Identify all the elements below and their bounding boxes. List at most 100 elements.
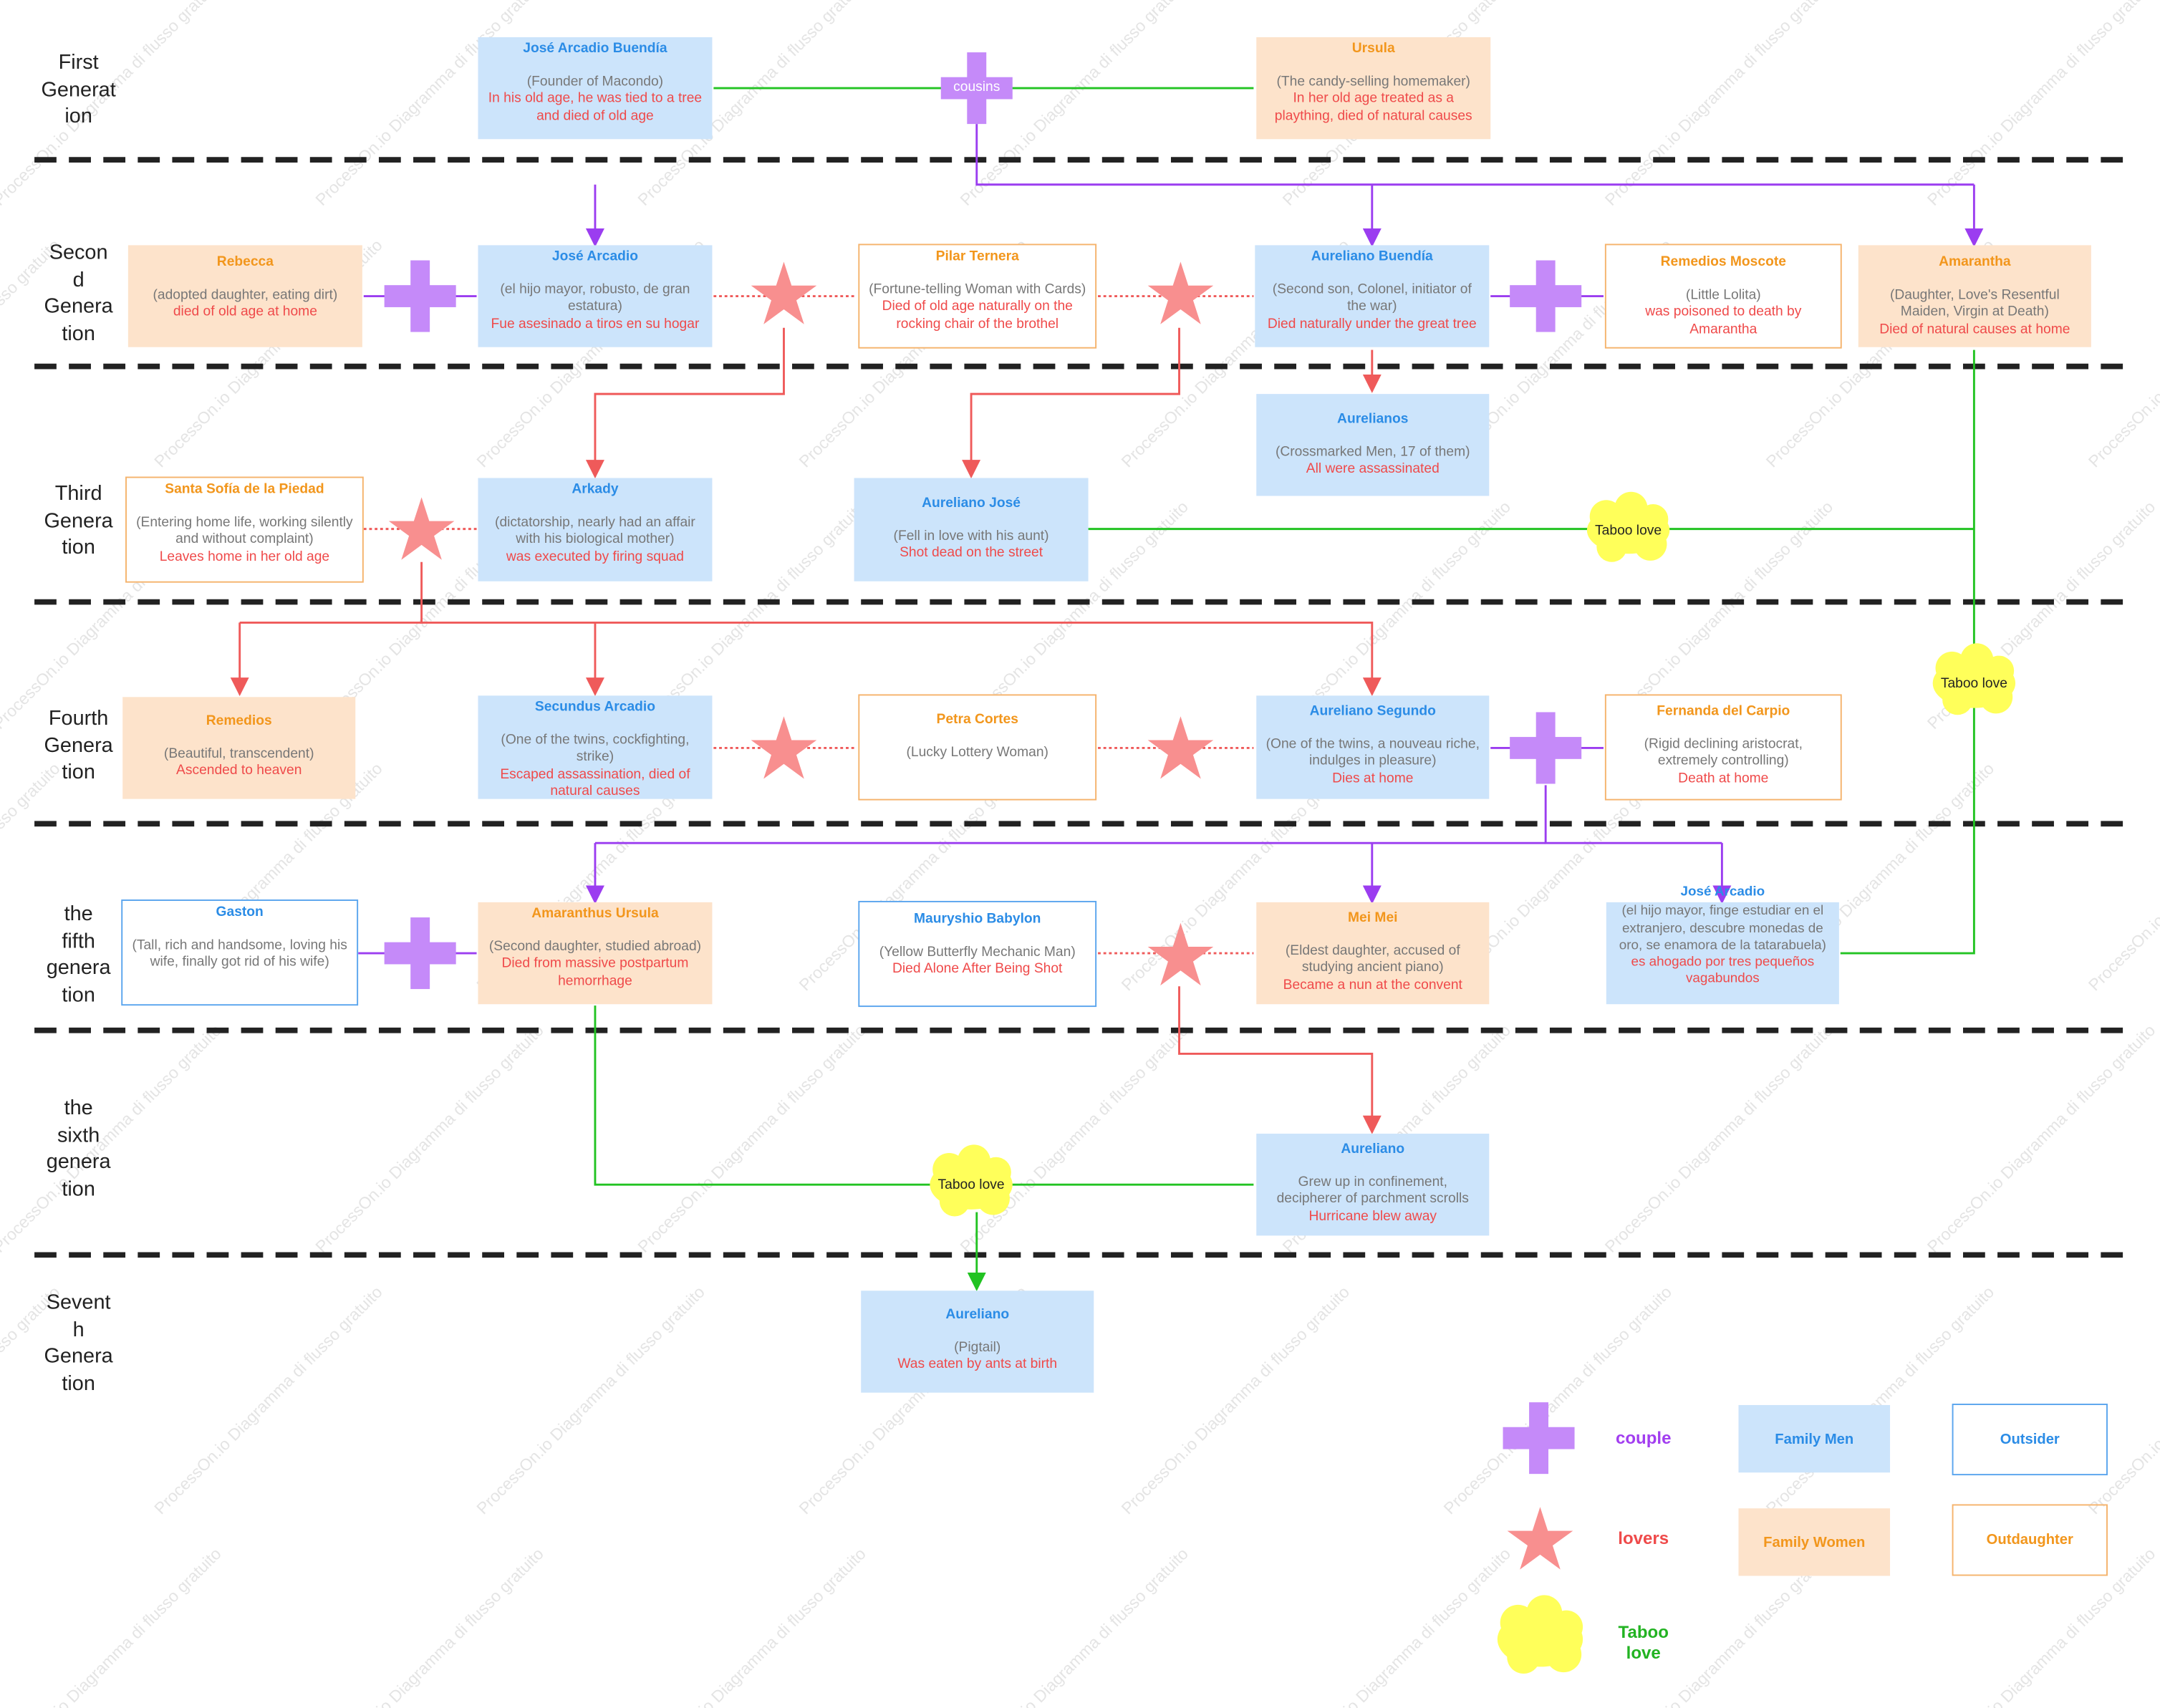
legend-outsider: Outsider xyxy=(1952,1404,2108,1476)
person-aureliano-segundo[interactable]: Aureliano Segundo (One of the twins, a n… xyxy=(1256,695,1490,799)
person-aureliano-jose[interactable]: Aureliano José (Fell in love with his au… xyxy=(854,478,1089,582)
couple-rebecca-jose-arcadio xyxy=(384,260,456,332)
person-desc: (el hijo mayor, finge estudiar en el ext… xyxy=(1619,904,1826,953)
cousins-plus xyxy=(940,52,1013,125)
generation-label-2: Secon d Genera tion xyxy=(44,241,113,345)
person-fate: In his old age, he was tied to a tree an… xyxy=(488,91,703,124)
couple-marks xyxy=(384,260,1582,1475)
person-fate: In her old age treated as a plaything, d… xyxy=(1274,91,1472,124)
legend-lovers-icon xyxy=(1507,1507,1573,1570)
person-mei-mei[interactable]: Mei Mei (Eldest daughter, accused of stu… xyxy=(1256,902,1490,1005)
generation-label-7: Sevent h Genera tion xyxy=(44,1290,113,1395)
person-fate: Death at home xyxy=(1678,771,1769,786)
person-petra-cortes[interactable]: Petra Cortes (Lucky Lottery Woman) xyxy=(858,694,1097,801)
legend-outdaughter: Outdaughter xyxy=(1952,1504,2108,1576)
person-amarantha[interactable]: Amarantha (Daughter, Love's Resentful Ma… xyxy=(1858,245,2091,347)
person-name: Amaranthus Ursula xyxy=(531,906,659,922)
person-fate: Escaped assassination, died of natural c… xyxy=(500,766,690,800)
person-desc: (dictatorship, nearly had an affair with… xyxy=(495,514,695,547)
person-name: José Arcadio xyxy=(1680,884,1765,900)
person-name: Petra Cortes xyxy=(936,712,1018,728)
person-name: José Arcadio xyxy=(551,249,639,265)
person-fate: Died from massive postpartum hemorrhage xyxy=(501,956,689,989)
star-pilar-aureliano xyxy=(1147,261,1214,324)
person-mauryshio[interactable]: Mauryshio Babylon (Yellow Butterfly Mech… xyxy=(858,900,1097,1008)
person-ursula[interactable]: Ursula (The candy-selling homemaker) In … xyxy=(1256,37,1491,140)
person-desc: (adopted daughter, eating dirt) xyxy=(153,287,338,303)
person-name: Santa Sofía de la Piedad xyxy=(165,482,324,498)
person-aureliano-buendia[interactable]: Aureliano Buendía (Second son, Colonel, … xyxy=(1255,245,1490,347)
person-rebecca[interactable]: Rebecca (adopted daughter, eating dirt) … xyxy=(127,245,362,347)
generation-dividers xyxy=(34,157,2133,1258)
person-desc: (Eldest daughter, accused of studying an… xyxy=(1285,942,1460,976)
person-jose-arcadio-buendia[interactable]: José Arcadio Buendía (Founder of Macondo… xyxy=(478,37,713,140)
person-name: Aureliano xyxy=(1341,1142,1405,1157)
legend-family-women: Family Women xyxy=(1738,1508,1891,1576)
person-desc: (Fell in love with his aunt) xyxy=(893,528,1049,544)
person-arkady[interactable]: Arkady (dictatorship, nearly had an affa… xyxy=(478,478,713,582)
person-jose-arcadio-5[interactable]: José Arcadio (el hijo mayor, finge estud… xyxy=(1606,884,1839,1005)
person-fate: Died of old age naturally on the rocking… xyxy=(882,299,1073,332)
person-desc: (The candy-selling homemaker) xyxy=(1276,74,1470,90)
person-desc: (Founder of Macondo) xyxy=(526,74,664,90)
generation-label-3: Third Genera tion xyxy=(44,482,113,559)
person-aureliano-6[interactable]: Aureliano Grew up in confinement, deciph… xyxy=(1256,1134,1490,1236)
person-jose-arcadio-2[interactable]: José Arcadio (el hijo mayor, robusto, de… xyxy=(478,245,713,347)
star-secundus-petra xyxy=(751,716,817,779)
person-fate: Shot dead on the street xyxy=(900,546,1043,561)
legend-couple-label: couple xyxy=(1615,1428,1672,1448)
legend-taboo-icon xyxy=(1497,1595,1583,1674)
couple-links xyxy=(358,124,1984,955)
taboo-cloud-aureliano-jose xyxy=(1586,491,1670,562)
person-name: Arkady xyxy=(572,482,619,498)
legend-family-men: Family Men xyxy=(1738,1404,1891,1473)
taboo-cloud-aureliano-6 xyxy=(930,1144,1013,1217)
generation-label-6: the sixth genera tion xyxy=(46,1096,111,1201)
person-name: José Arcadio Buendía xyxy=(523,41,667,57)
taboo-label-1: Taboo love xyxy=(1595,523,1662,539)
taboo-label-3: Taboo love xyxy=(937,1177,1005,1193)
star-mauryshio-meimei xyxy=(1147,922,1214,986)
person-desc: (Second son, Colonel, initiator of the w… xyxy=(1272,281,1472,314)
person-fate: Became a nun at the convent xyxy=(1283,978,1462,993)
person-fate: Died of natural causes at home xyxy=(1879,322,2070,337)
taboo-label-2: Taboo love xyxy=(1940,676,2007,692)
person-fate: es ahogado por tres pequeños vagabundos xyxy=(1631,955,1815,988)
person-name: Fernanda del Carpio xyxy=(1657,703,1790,720)
person-desc: (One of the twins, a nouveau riche, indu… xyxy=(1265,736,1480,769)
person-remedios-moscote[interactable]: Remedios Moscote (Little Lolita) was poi… xyxy=(1604,243,1842,349)
person-fate: Died Alone After Being Shot xyxy=(892,961,1063,978)
generation-label-4: Fourth Genera tion xyxy=(44,706,113,784)
person-santa-sofia[interactable]: Santa Sofía de la Piedad (Entering home … xyxy=(125,476,364,583)
star-petra-segundo xyxy=(1147,716,1214,779)
person-name: Gaston xyxy=(216,904,264,920)
person-desc: (Rigid declining aristocrat, extremely c… xyxy=(1644,736,1803,769)
person-fate: Hurricane blew away xyxy=(1308,1209,1437,1225)
taboo-cloud-jose-arcadio xyxy=(1932,643,2016,715)
person-desc: (Daughter, Love's Resentful Maiden, Virg… xyxy=(1889,287,2060,320)
person-desc: (Entering home life, working silently an… xyxy=(136,514,353,547)
person-gaston[interactable]: Gaston (Tall, rich and handsome, loving … xyxy=(121,899,359,1006)
person-name: Aurelianos xyxy=(1337,412,1409,428)
person-remedios[interactable]: Remedios (Beautiful, transcendent) Ascen… xyxy=(122,697,356,799)
person-secundus-arcadio[interactable]: Secundus Arcadio (One of the twins, cock… xyxy=(478,695,713,800)
lover-child-links xyxy=(230,327,1382,1134)
person-fate: was executed by firing squad xyxy=(506,549,684,565)
person-aurelianos[interactable]: Aurelianos (Crossmarked Men, 17 of them)… xyxy=(1256,394,1490,496)
person-desc: (Crossmarked Men, 17 of them) xyxy=(1275,444,1470,460)
legend-taboo-label: Taboo love xyxy=(1618,1622,1669,1663)
person-pilar-ternera[interactable]: Pilar Ternera (Fortune-telling Woman wit… xyxy=(858,243,1097,349)
person-name: Secundus Arcadio xyxy=(534,700,656,715)
person-fernanda[interactable]: Fernanda del Carpio (Rigid declining ari… xyxy=(1604,694,1842,801)
person-amaranthus-ursula[interactable]: Amaranthus Ursula (Second daughter, stud… xyxy=(478,902,713,1005)
couple-segundo-fernanda xyxy=(1510,712,1582,784)
legend-lovers-label: lovers xyxy=(1618,1529,1669,1549)
person-desc: (Beautiful, transcendent) xyxy=(163,746,314,761)
person-fate: Fue asesinado a tiros en su hogar xyxy=(491,316,700,332)
taboo-clouds xyxy=(930,491,2016,1674)
couple-aureliano-remedios xyxy=(1510,260,1582,332)
person-aureliano-7[interactable]: Aureliano (Pigtail) Was eaten by ants at… xyxy=(861,1290,1094,1393)
